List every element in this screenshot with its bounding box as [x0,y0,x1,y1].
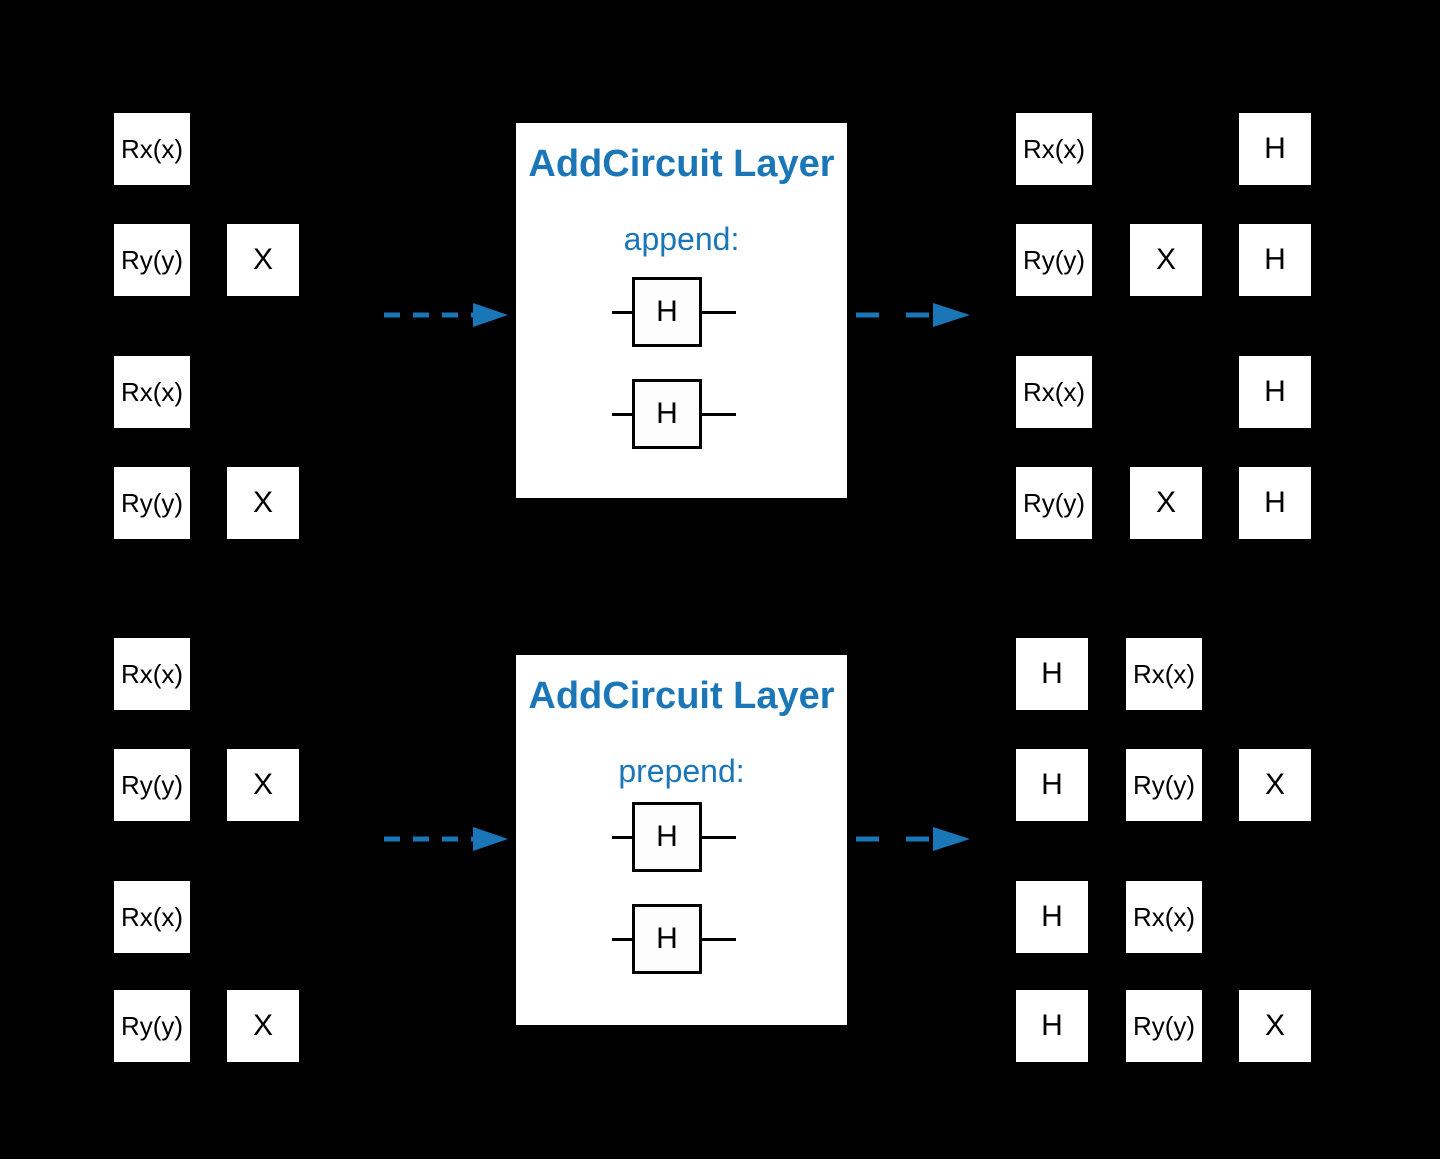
gate-h: H [1016,881,1088,953]
gate-x: X [227,749,299,821]
gate-rx: Rx(x) [114,113,190,185]
layer-mode-label: prepend: [618,753,745,789]
addcircuit-layer-panel-append: AddCircuit Layer append: H H [516,123,847,498]
gate-rx: Rx(x) [114,356,190,428]
gate-x: X [1130,467,1202,539]
gate-h: H [1239,467,1311,539]
gate-rx: Rx(x) [1016,356,1092,428]
flow-arrow-icon [856,303,970,327]
gate-rx: Rx(x) [114,638,190,710]
gate-h: H [1239,113,1311,185]
gate-h: H [1016,749,1088,821]
layer-title: AddCircuit Layer [528,143,835,185]
gate-x: X [1239,749,1311,821]
gate-rx: Rx(x) [1126,638,1202,710]
gate-ry: Ry(y) [1016,467,1092,539]
h-gate-on-wire: H [612,277,736,348]
flow-arrow-icon [384,827,508,851]
gate-ry: Ry(y) [114,224,190,296]
gate-h: H [632,904,702,974]
gate-rx: Rx(x) [1126,881,1202,953]
h-gate-on-wire: H [612,379,736,450]
gate-ry: Ry(y) [1126,749,1202,821]
gate-ry: Ry(y) [114,990,190,1062]
gate-h: H [1016,990,1088,1062]
layer-title: AddCircuit Layer [528,675,835,717]
gate-h: H [632,802,702,872]
gate-ry: Ry(y) [1126,990,1202,1062]
gate-x: X [1239,990,1311,1062]
gate-ry: Ry(y) [1016,224,1092,296]
gate-x: X [227,224,299,296]
flow-arrow-icon [856,827,970,851]
gate-h: H [1239,356,1311,428]
gate-h: H [632,277,702,347]
gate-rx: Rx(x) [1016,113,1092,185]
layer-mode-label: append: [623,221,740,257]
gate-h: H [632,379,702,449]
addcircuit-layer-panel-prepend: AddCircuit Layer prepend: H H [516,655,847,1025]
flow-arrow-icon [384,303,508,327]
gate-x: X [1130,224,1202,296]
gate-ry: Ry(y) [114,749,190,821]
h-gate-on-wire: H [612,904,736,975]
h-gate-on-wire: H [612,802,736,873]
gate-rx: Rx(x) [114,881,190,953]
gate-x: X [227,467,299,539]
gate-h: H [1016,638,1088,710]
gate-ry: Ry(y) [114,467,190,539]
gate-x: X [227,990,299,1062]
gate-h: H [1239,224,1311,296]
